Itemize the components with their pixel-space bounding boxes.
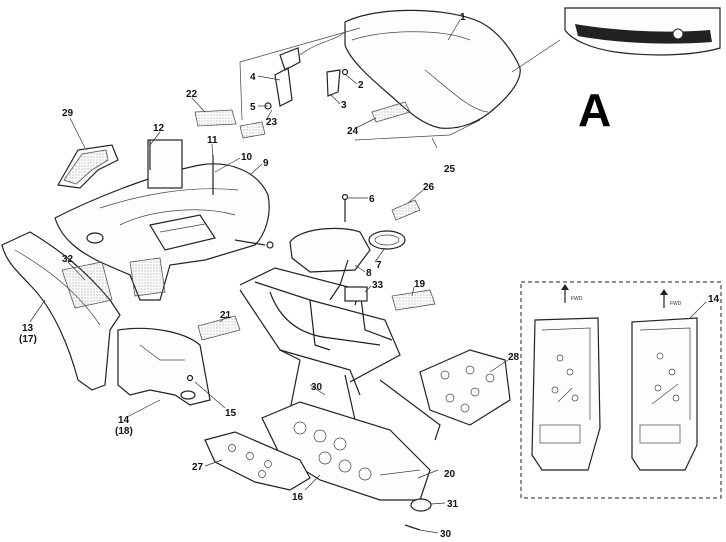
pads — [194, 101, 436, 341]
inset-fwd-left: FWD — [571, 296, 583, 302]
callout-21: 21 — [220, 310, 232, 321]
callout-6: 6 — [369, 194, 375, 205]
callout-leaders — [29, 19, 509, 534]
seat-latch — [264, 47, 349, 110]
callout-30-lower: 30 — [440, 529, 452, 540]
callout-27: 27 — [192, 462, 204, 473]
callout-12: 12 — [153, 123, 165, 134]
callout-22: 22 — [186, 89, 198, 100]
callout-1: 1 — [460, 12, 466, 23]
callout-23: 23 — [266, 117, 278, 128]
callout-2: 2 — [358, 80, 364, 91]
callout-20: 20 — [444, 469, 456, 480]
rear-fender — [54, 139, 270, 301]
callout-14-alt: (18) — [115, 426, 133, 437]
callout-8: 8 — [366, 268, 372, 279]
rear-guard — [57, 144, 119, 189]
footrest-left — [204, 431, 311, 491]
frame — [239, 259, 441, 441]
detail-inset — [520, 281, 722, 499]
callout-30-upper: 30 — [311, 382, 323, 393]
inset-fwd-right: FWD — [670, 301, 682, 307]
callout-19: 19 — [414, 279, 426, 290]
callout-32: 32 — [62, 254, 74, 265]
tank-cover — [289, 227, 406, 273]
callout-28: 28 — [508, 352, 520, 363]
callout-24: 24 — [347, 126, 359, 137]
callout-14: 14 — [118, 415, 130, 426]
callout-5: 5 — [250, 102, 256, 113]
callout-4: 4 — [250, 72, 256, 83]
footrest-right — [419, 349, 511, 426]
callout-16: 16 — [292, 492, 304, 503]
seat-detail-icon: — — [564, 7, 721, 56]
callout-3: 3 — [341, 100, 347, 111]
callout-11: 11 — [207, 135, 218, 146]
callout-33: 33 — [372, 280, 384, 291]
seat — [344, 9, 521, 129]
footwell-panel — [117, 327, 211, 406]
callout-13-alt: (17) — [19, 334, 37, 345]
callout-31: 31 — [447, 499, 459, 510]
callout-15: 15 — [225, 408, 237, 419]
callout-14-inset: 14 — [708, 294, 720, 305]
callout-10: 10 — [241, 152, 253, 163]
callout-25: 25 — [444, 164, 456, 175]
callout-9: 9 — [263, 158, 269, 169]
callout-labels: 1 2 3 4 5 6 7 8 9 10 11 12 13 (17) 14 (1… — [19, 12, 720, 540]
side-fender — [1, 231, 121, 391]
callout-26: 26 — [423, 182, 435, 193]
detail-letter: A — [578, 84, 611, 136]
svg-text:—: — — [660, 36, 665, 42]
callout-13: 13 — [22, 323, 34, 334]
callout-7: 7 — [376, 260, 382, 271]
callout-29: 29 — [62, 108, 74, 119]
